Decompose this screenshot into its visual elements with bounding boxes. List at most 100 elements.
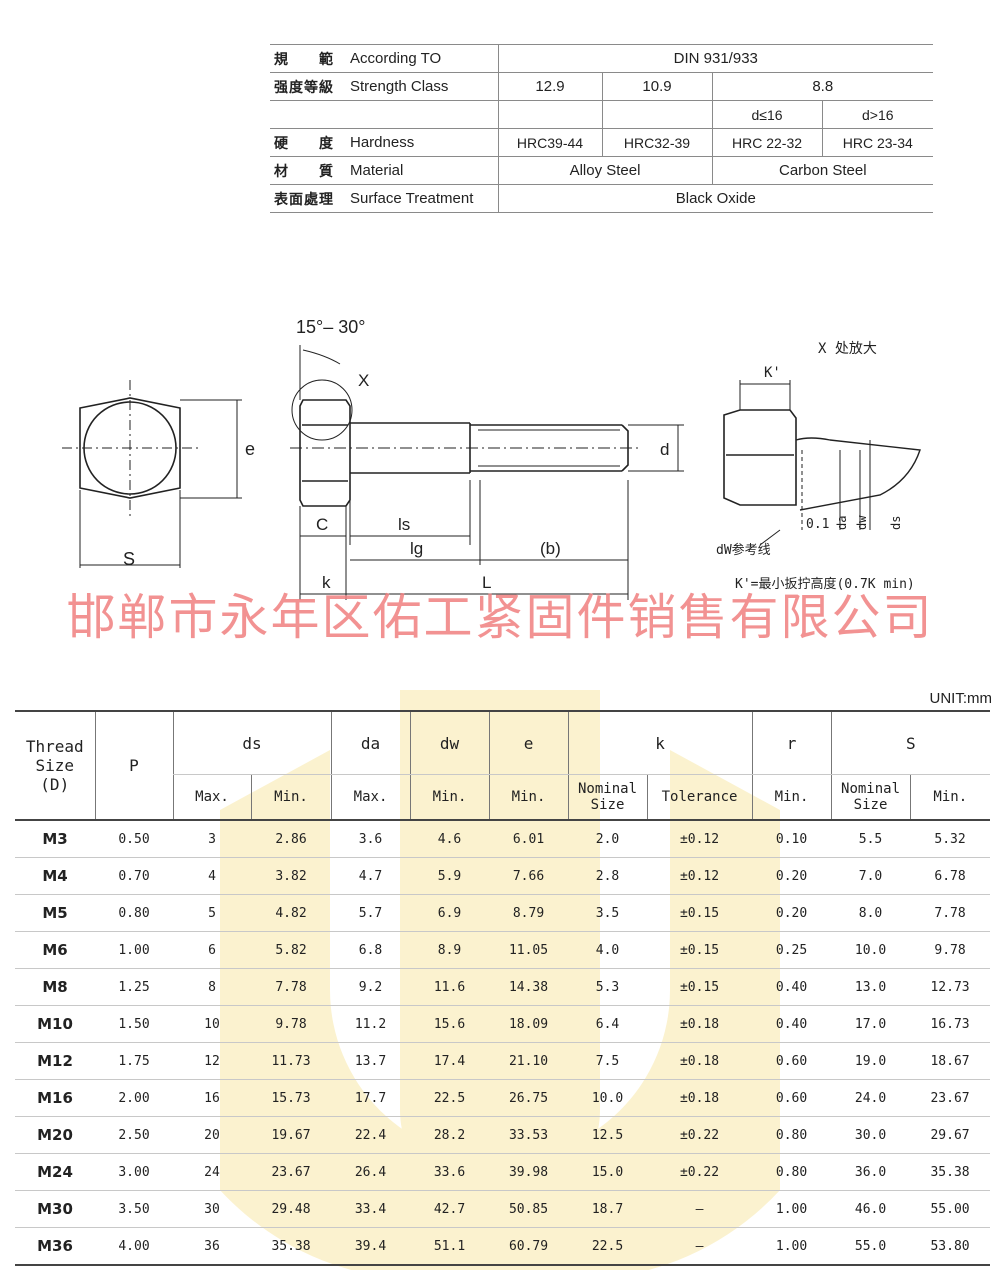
- table-cell: 3: [173, 820, 251, 858]
- thread-size-cell: M3: [15, 820, 95, 858]
- table-cell: 3.00: [95, 1153, 173, 1191]
- table-cell: 1.50: [95, 1005, 173, 1043]
- table-cell: 0.20: [752, 857, 832, 895]
- subheader-e-min: Min.: [488, 774, 569, 821]
- table-cell: 20: [173, 1116, 251, 1154]
- table-cell: ±0.15: [647, 894, 753, 932]
- table-cell: 24.0: [831, 1079, 911, 1117]
- table-cell: 50.85: [489, 1190, 569, 1228]
- table-cell: 6.01: [489, 820, 569, 858]
- table-cell: 28.2: [410, 1116, 490, 1154]
- table-cell: 24: [173, 1153, 251, 1191]
- spec-value: HRC32-39: [601, 128, 712, 157]
- table-cell: 0.70: [95, 857, 173, 895]
- table-cell: 29.48: [251, 1190, 332, 1228]
- table-cell: 0.80: [95, 894, 173, 932]
- table-cell: 12.5: [568, 1116, 648, 1154]
- table-cell: 2.86: [251, 820, 332, 858]
- spec-label-en: Surface Treatment: [346, 184, 498, 213]
- table-cell: 5: [173, 894, 251, 932]
- lg-label: lg: [410, 539, 423, 558]
- subheader-ds-min: Min.: [250, 774, 332, 821]
- table-cell: 42.7: [410, 1190, 490, 1228]
- table-cell: 0.60: [752, 1042, 832, 1080]
- table-cell: 1.00: [95, 931, 173, 969]
- table-cell: 22.5: [410, 1079, 490, 1117]
- table-cell: 2.8: [568, 857, 648, 895]
- dimension-table: Thread Size (D) P ds da dw e k r S Max. …: [15, 710, 991, 1266]
- table-cell: 18.67: [910, 1042, 991, 1080]
- thread-size-cell: M24: [15, 1153, 95, 1191]
- table-cell: 22.4: [331, 1116, 411, 1154]
- header-thread-line3: (D): [40, 775, 70, 794]
- table-cell: 0.40: [752, 1005, 832, 1043]
- table-cell: 17.0: [831, 1005, 911, 1043]
- table-cell: ±0.18: [647, 1005, 753, 1043]
- subheader-s-min: Min.: [909, 774, 991, 821]
- table-cell: 3.82: [251, 857, 332, 895]
- spec-value: Black Oxide: [497, 184, 934, 213]
- k-nominal-line2: Size: [590, 797, 625, 813]
- subheader-ds-max: Max.: [172, 774, 251, 821]
- table-cell: 9.2: [331, 968, 411, 1006]
- table-cell: ±0.18: [647, 1042, 753, 1080]
- spec-label-cn: 材 質: [270, 156, 346, 185]
- table-cell: 15.73: [251, 1079, 332, 1117]
- spec-value: DIN 931/933: [497, 44, 934, 73]
- header-dw: dw: [409, 710, 490, 775]
- table-cell: 11.2: [331, 1005, 411, 1043]
- subheader-s-nominal: Nominal Size: [830, 774, 911, 821]
- table-cell: 29.67: [910, 1116, 991, 1154]
- thread-size-cell: M5: [15, 894, 95, 932]
- s-nominal-line2: Size: [853, 797, 888, 813]
- table-cell: 1.00: [752, 1190, 832, 1228]
- table-cell: 10.0: [568, 1079, 648, 1117]
- table-cell: 8.79: [489, 894, 569, 932]
- b-label: (b): [540, 539, 561, 558]
- table-cell: 22.5: [568, 1227, 648, 1266]
- spec-value: HRC 22-32: [711, 128, 822, 157]
- subheader-da-max: Max.: [330, 774, 411, 821]
- table-cell: 21.10: [489, 1042, 569, 1080]
- subheader-r-min: Min.: [751, 774, 832, 821]
- table-cell: 26.75: [489, 1079, 569, 1117]
- table-cell: 35.38: [910, 1153, 991, 1191]
- header-da: da: [330, 710, 411, 775]
- table-cell: 12.73: [910, 968, 991, 1006]
- subheader-k-nominal: Nominal Size: [567, 774, 648, 821]
- table-cell: 6.78: [910, 857, 991, 895]
- spec-label-en: Material: [346, 156, 498, 185]
- header-thread-line1: Thread: [25, 737, 84, 756]
- table-cell: 11.05: [489, 931, 569, 969]
- thread-size-cell: M36: [15, 1227, 95, 1266]
- table-cell: 23.67: [910, 1079, 991, 1117]
- table-cell: 15.0: [568, 1153, 648, 1191]
- table-cell: 3.50: [95, 1190, 173, 1228]
- table-cell: 0.10: [752, 820, 832, 858]
- table-cell: ±0.22: [647, 1153, 753, 1191]
- header-s: S: [830, 710, 991, 775]
- table-cell: 15.6: [410, 1005, 490, 1043]
- bolt-drawing-svg: 15°– 30° X e S C ls lg (b) k L d X 处放大 K…: [62, 317, 921, 600]
- table-cell: 19.0: [831, 1042, 911, 1080]
- table-cell: 36: [173, 1227, 251, 1266]
- detail-view: [723, 380, 921, 546]
- d-label: d: [660, 440, 669, 459]
- table-cell: 33.4: [331, 1190, 411, 1228]
- spec-label-cn: 强度等級: [270, 72, 346, 101]
- table-cell: 7.78: [251, 968, 332, 1006]
- header-k: k: [567, 710, 753, 775]
- spec-label-cn: 硬 度: [270, 128, 346, 157]
- table-cell: 5.5: [831, 820, 911, 858]
- table-cell: 4.6: [410, 820, 490, 858]
- table-cell: —: [647, 1227, 753, 1266]
- table-cell: 1.00: [752, 1227, 832, 1266]
